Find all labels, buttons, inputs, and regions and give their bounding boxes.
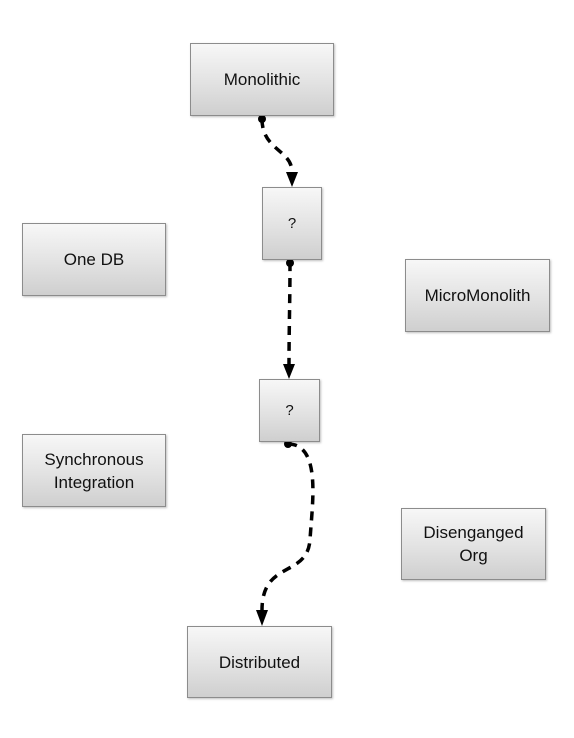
edge-monolithic-to-question-1 [258, 115, 298, 187]
node-monolithic[interactable]: Monolithic [190, 43, 334, 116]
edge-start-dot [258, 115, 266, 123]
node-one-db[interactable]: One DB [22, 223, 166, 296]
edge-start-dot [284, 440, 292, 448]
edge-line [260, 442, 315, 611]
node-synchronous-integration[interactable]: Synchronous Integration [22, 434, 166, 507]
arrowhead-icon [256, 610, 268, 626]
node-micromonolith[interactable]: MicroMonolith [405, 259, 550, 332]
node-distributed[interactable]: Distributed [187, 626, 332, 698]
edge-question-2-to-distributed [256, 440, 315, 626]
node-question-2[interactable]: ? [259, 379, 320, 442]
arrowhead-icon [283, 364, 295, 379]
node-question-1[interactable]: ? [262, 187, 322, 260]
node-disenganged-org[interactable]: Disenganged Org [401, 508, 546, 580]
edge-line [287, 261, 292, 365]
arrowhead-icon [286, 172, 298, 187]
edge-line [260, 118, 294, 173]
edge-question-1-to-question-2 [283, 259, 295, 379]
edge-start-dot [286, 259, 294, 267]
